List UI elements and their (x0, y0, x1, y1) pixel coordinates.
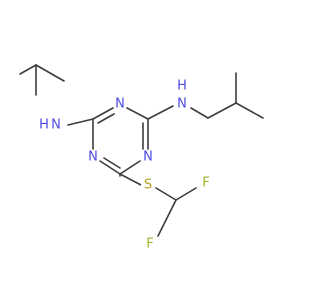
bond-n-ring-left-c6 (99, 160, 121, 175)
bond-ch-ch3-right (235, 102, 264, 119)
bond-c2-n-top-dbl (97, 113, 115, 124)
bond-n-left-c2 (67, 118, 94, 126)
bond-c4-n-right (147, 105, 174, 120)
bond-c6-n-ring-left-dbl (103, 157, 121, 169)
bond-s-ch (155, 187, 177, 201)
bond-ch3-ch-left-b (35, 64, 65, 82)
bond-group (19, 64, 264, 237)
atom-label-h-left: H (39, 118, 49, 133)
bond-c6-s-seg (119, 173, 142, 186)
atom-label-n-ring-top: N (115, 97, 125, 112)
atom-label-n-left: N (51, 118, 61, 133)
bond-c6-n-ring-right (119, 160, 141, 175)
atom-label-n-ring-right: N (143, 150, 153, 165)
bond-n-top-c4 (126, 107, 149, 120)
molecule-structure: H N N N H N N S F F (19, 64, 264, 252)
atom-label-n-right: N (177, 97, 187, 112)
atom-label-n-ring-left: N (88, 150, 98, 165)
bond-ch-f-top (175, 187, 197, 201)
atom-label-f-bottom: F (146, 237, 153, 252)
bond-ch-f-bottom (157, 199, 177, 237)
bond-ch2-ch (207, 102, 237, 119)
bond-n-right-ch2 (190, 107, 209, 119)
molecule-canvas: H N N N H N N S F F (19, 64, 264, 252)
bond-ch3-ch-left-a (19, 64, 37, 75)
atom-label-h-right: H (177, 79, 187, 94)
atom-label-s: S (144, 178, 152, 193)
bond-c2-n-top (92, 107, 114, 120)
atom-label-group: H N N N H N N S F F (39, 79, 210, 252)
atom-label-f-top: F (202, 176, 209, 191)
